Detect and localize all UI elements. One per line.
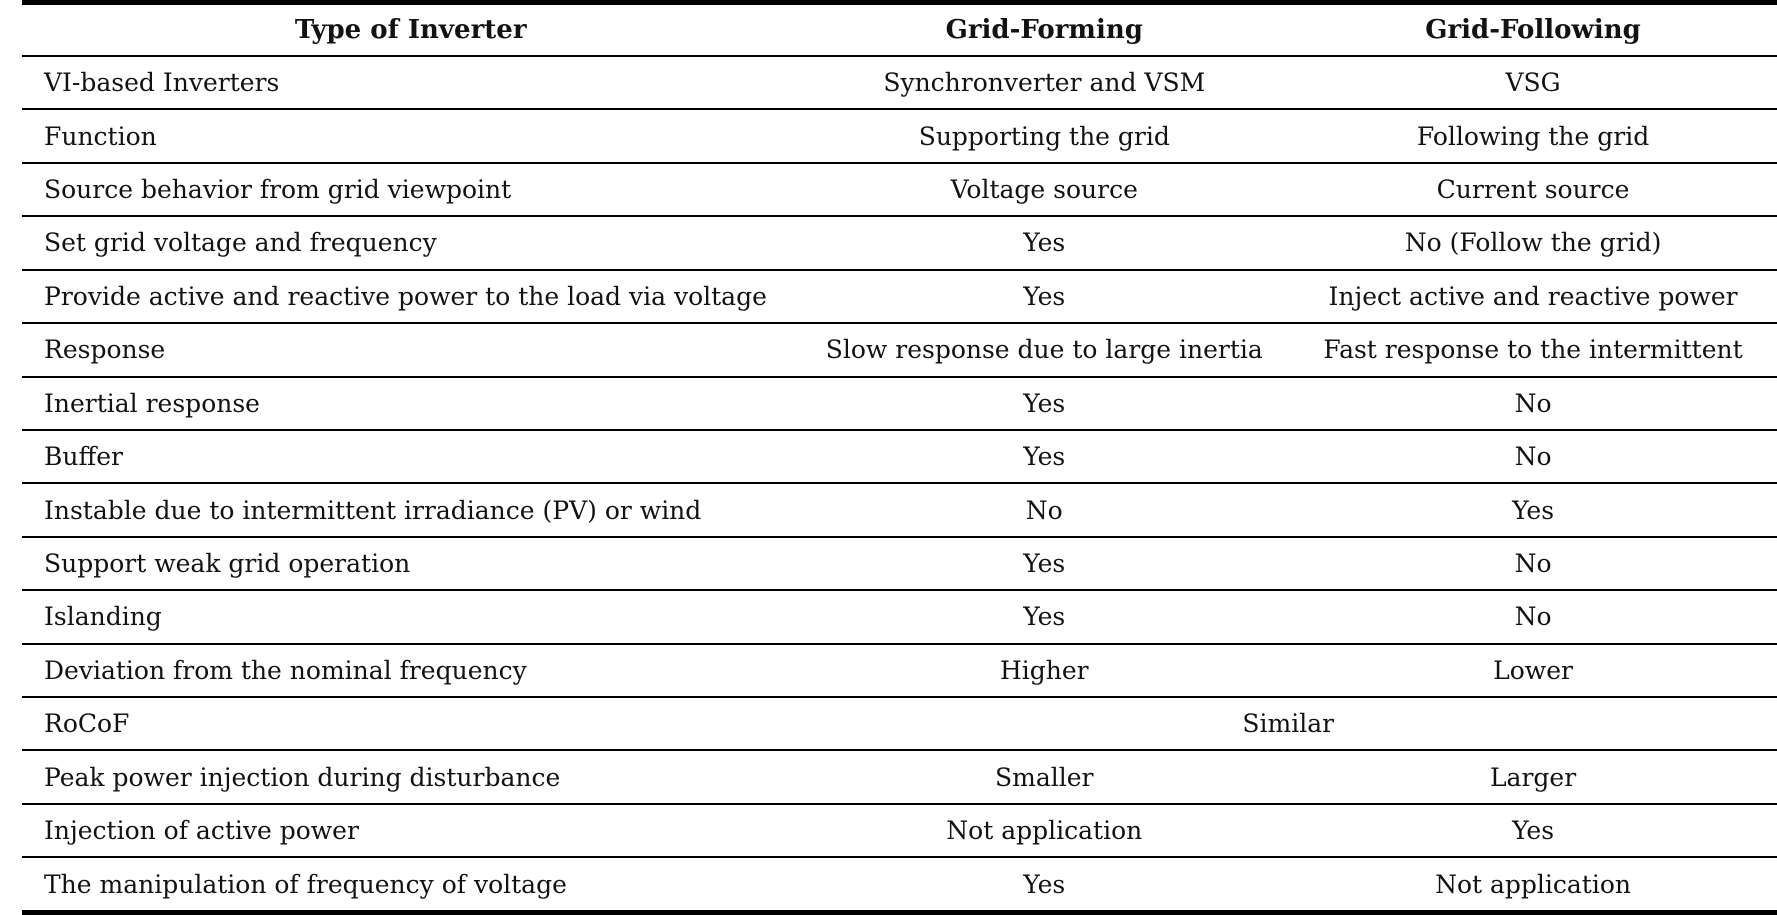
- value-cell: Yes: [799, 536, 1290, 592]
- value-cell: Yes: [1289, 803, 1777, 859]
- value-cell: Inject active and reactive power: [1289, 269, 1777, 325]
- row-label-cell: Buffer: [22, 429, 800, 485]
- value-cell: Current source: [1289, 162, 1777, 218]
- value-cell: No: [1289, 376, 1777, 431]
- value-cell: VSG: [1289, 56, 1777, 111]
- value-cell: Synchronverter and VSM: [799, 56, 1290, 111]
- row-label-cell: Peak power injection during disturbance: [22, 750, 800, 805]
- row-label-cell: Instable due to intermittent irradiance …: [22, 483, 800, 538]
- value-cell: Smaller: [799, 750, 1290, 805]
- value-cell: Yes: [1289, 483, 1777, 538]
- value-cell: Larger: [1289, 750, 1777, 805]
- table-row: The manipulation of frequency of voltage…: [22, 857, 1777, 915]
- value-cell: Not application: [799, 803, 1290, 859]
- value-cell: Similar: [799, 697, 1777, 752]
- value-cell: Yes: [799, 857, 1290, 915]
- table-row: Provide active and reactive power to the…: [22, 269, 1777, 325]
- value-cell: No: [799, 483, 1290, 538]
- value-cell: Voltage source: [799, 162, 1290, 218]
- value-cell: Higher: [799, 643, 1290, 699]
- value-cell: Yes: [799, 590, 1290, 645]
- row-label-cell: Injection of active power: [22, 803, 800, 859]
- column-header: Grid-Forming: [799, 0, 1290, 57]
- row-label-cell: Source behavior from grid viewpoint: [22, 162, 800, 218]
- row-label-cell: Inertial response: [22, 376, 800, 431]
- value-cell: No: [1289, 429, 1777, 485]
- value-cell: Yes: [799, 269, 1290, 325]
- value-cell: Following the grid: [1289, 109, 1777, 164]
- value-cell: Lower: [1289, 643, 1777, 699]
- value-cell: No: [1289, 536, 1777, 592]
- row-label-cell: Set grid voltage and frequency: [22, 216, 800, 271]
- row-label-cell: Support weak grid operation: [22, 536, 800, 592]
- value-cell: Yes: [799, 376, 1290, 431]
- value-cell: No: [1289, 590, 1777, 645]
- column-header: Grid-Following: [1289, 0, 1777, 57]
- row-label-cell: Islanding: [22, 590, 800, 645]
- value-cell: Yes: [799, 429, 1290, 485]
- row-label-cell: Provide active and reactive power to the…: [22, 269, 800, 325]
- row-label-cell: RoCoF: [22, 697, 800, 752]
- row-label-cell: VI-based Inverters: [22, 56, 800, 111]
- value-cell: Supporting the grid: [799, 109, 1290, 164]
- value-cell: Slow response due to large inertia: [799, 323, 1290, 378]
- row-label-cell: Deviation from the nominal frequency: [22, 643, 800, 699]
- row-label-cell: The manipulation of frequency of voltage: [22, 857, 800, 915]
- table-row: Instable due to intermittent irradiance …: [22, 483, 1777, 538]
- row-label-cell: Function: [22, 109, 800, 164]
- value-cell: Fast response to the intermittent: [1289, 323, 1777, 378]
- value-cell: Not application: [1289, 857, 1777, 915]
- value-cell: No (Follow the grid): [1289, 216, 1777, 271]
- value-cell: Yes: [799, 216, 1290, 271]
- column-header: Type of Inverter: [22, 0, 800, 57]
- row-label-cell: Response: [22, 323, 800, 378]
